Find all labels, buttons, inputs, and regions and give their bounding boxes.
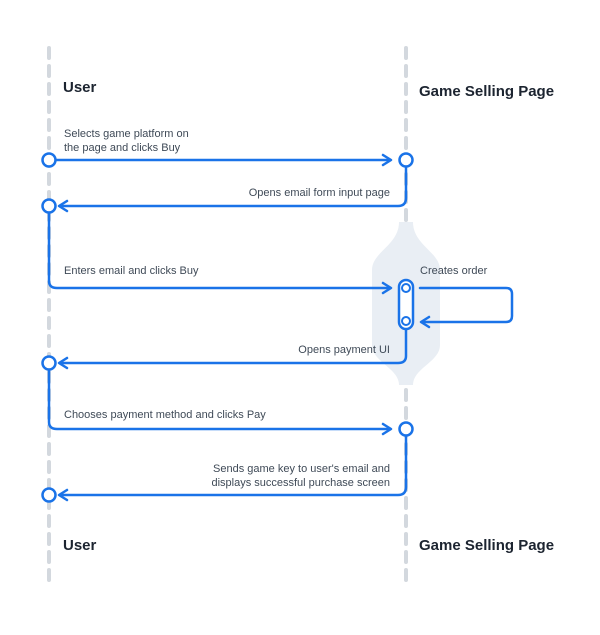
arrowhead-enter-email (381, 281, 393, 295)
arrow-choose-payment (47, 369, 392, 431)
message-line: Selects game platform on (64, 128, 189, 140)
message-line: Opens payment UI (298, 344, 390, 356)
message-label-send-key: Sends game key to user's email and displ… (211, 462, 390, 490)
arrowhead-send-key (57, 488, 69, 502)
lane-title-user-bottom: User (63, 537, 97, 554)
message-line: Opens email form input page (248, 187, 390, 199)
arrowhead-choose-payment (381, 422, 393, 436)
message-label-open-payment: Opens payment UI (298, 343, 390, 357)
arrow-send-key (58, 435, 408, 497)
message-line: the page and clicks Buy (64, 142, 181, 154)
message-line: Creates order (420, 265, 488, 277)
message-line: Chooses payment method and clicks Pay (64, 409, 266, 421)
page-node-3 (398, 421, 414, 437)
activation-bar (397, 278, 415, 331)
page-node-1 (398, 152, 414, 168)
user-node-1 (41, 152, 57, 168)
message-line: Sends game key to user's email and (213, 463, 390, 475)
user-node-2 (41, 198, 57, 214)
message-line: Enters email and clicks Buy (64, 265, 199, 277)
activation-node-top (401, 283, 411, 293)
arrowhead-create-order (419, 315, 431, 329)
message-label-open-email-form: Opens email form input page (249, 186, 390, 200)
message-label-create-order: Creates order (420, 264, 487, 278)
lane-title-page-bottom: Game Selling Page (419, 537, 555, 554)
arrow-create-order (418, 286, 514, 324)
user-node-3 (41, 355, 57, 371)
arrow-open-payment (58, 328, 408, 365)
arrowhead-open-payment (57, 356, 69, 370)
arrowhead-select-platform (381, 153, 393, 167)
message-label-choose-payment: Chooses payment method and clicks Pay (64, 408, 266, 422)
activation-node-bottom (401, 316, 411, 326)
message-label-select-platform: Selects game platform on the page and cl… (64, 127, 189, 155)
message-label-enter-email: Enters email and clicks Buy (64, 264, 199, 278)
lane-title-user-top: User (63, 79, 97, 96)
arrowhead-open-email-form (57, 199, 69, 213)
message-line: displays successful purchase screen (211, 477, 390, 489)
arrow-open-email-form (58, 166, 408, 208)
lane-title-page-top: Game Selling Page (419, 83, 555, 100)
arrow-enter-email (47, 212, 392, 290)
user-node-4 (41, 487, 57, 503)
